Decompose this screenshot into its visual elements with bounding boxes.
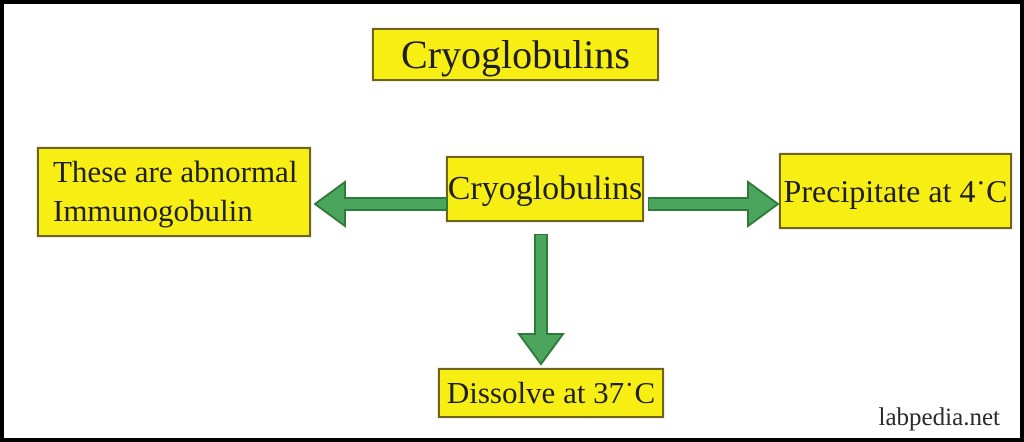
arrow-down-icon (517, 234, 565, 366)
arrow-left-icon (314, 180, 448, 228)
watermark-labpedia: labpedia.net (878, 404, 1000, 431)
center-node-cryoglobulins: Cryoglobulins (446, 156, 644, 222)
left-node-label-line1: These are abnormal (53, 154, 298, 189)
arrow-right-icon (648, 180, 780, 228)
bottom-node-dissolve: Dissolve at 37˙C (438, 368, 664, 418)
diagram-title: Cryoglobulins (401, 32, 630, 77)
center-node-label: Cryoglobulins (447, 170, 643, 207)
left-node-label-line2: Immunogobulin (53, 193, 253, 228)
title-box: Cryoglobulins (372, 28, 659, 81)
right-node-label: Precipitate at 4˙C (783, 172, 1008, 209)
left-node-abnormal-immunoglobulin: These are abnormal Immunogobulin (37, 147, 311, 237)
right-node-precipitate: Precipitate at 4˙C (779, 153, 1012, 229)
bottom-node-label: Dissolve at 37˙C (446, 375, 656, 410)
